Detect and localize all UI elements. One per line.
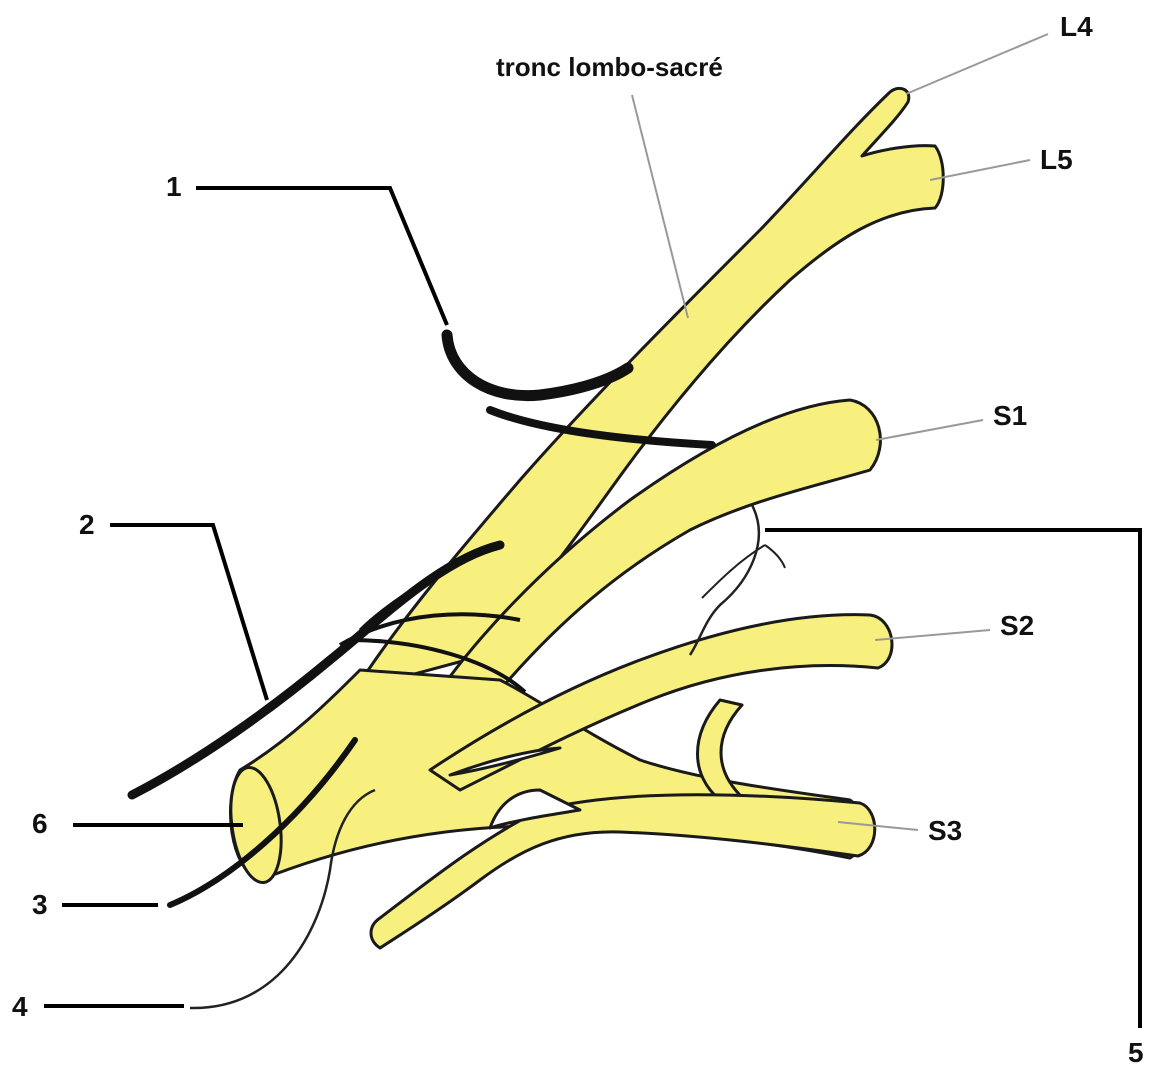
label-s3: S3	[928, 815, 962, 846]
leader-s1	[876, 420, 983, 440]
label-l5: L5	[1040, 144, 1073, 175]
label-1: 1	[166, 171, 182, 202]
text-labels: tronc lombo-sacré L4 L5 S1 S2 S3 1 2 3 4…	[12, 11, 1144, 1068]
leader-l4	[906, 34, 1048, 94]
label-l4: L4	[1060, 11, 1093, 42]
label-6: 6	[32, 808, 48, 839]
label-2: 2	[79, 509, 95, 540]
branch-1-hook	[447, 335, 628, 396]
black-leaders	[44, 188, 1140, 1028]
leader-l5	[930, 160, 1030, 180]
label-3: 3	[32, 889, 48, 920]
lumbosacral-trunk-shape	[355, 88, 943, 690]
leader-2	[110, 525, 267, 700]
label-4: 4	[12, 991, 28, 1022]
label-s1: S1	[993, 400, 1027, 431]
label-5: 5	[1128, 1037, 1144, 1068]
leader-trunk	[632, 95, 688, 318]
leader-5	[765, 530, 1140, 1028]
label-s2: S2	[1000, 610, 1034, 641]
label-trunk: tronc lombo-sacré	[496, 52, 723, 82]
nerve-plexus	[224, 88, 943, 948]
branch-5-fork-b	[765, 545, 785, 568]
leader-1	[196, 188, 447, 325]
